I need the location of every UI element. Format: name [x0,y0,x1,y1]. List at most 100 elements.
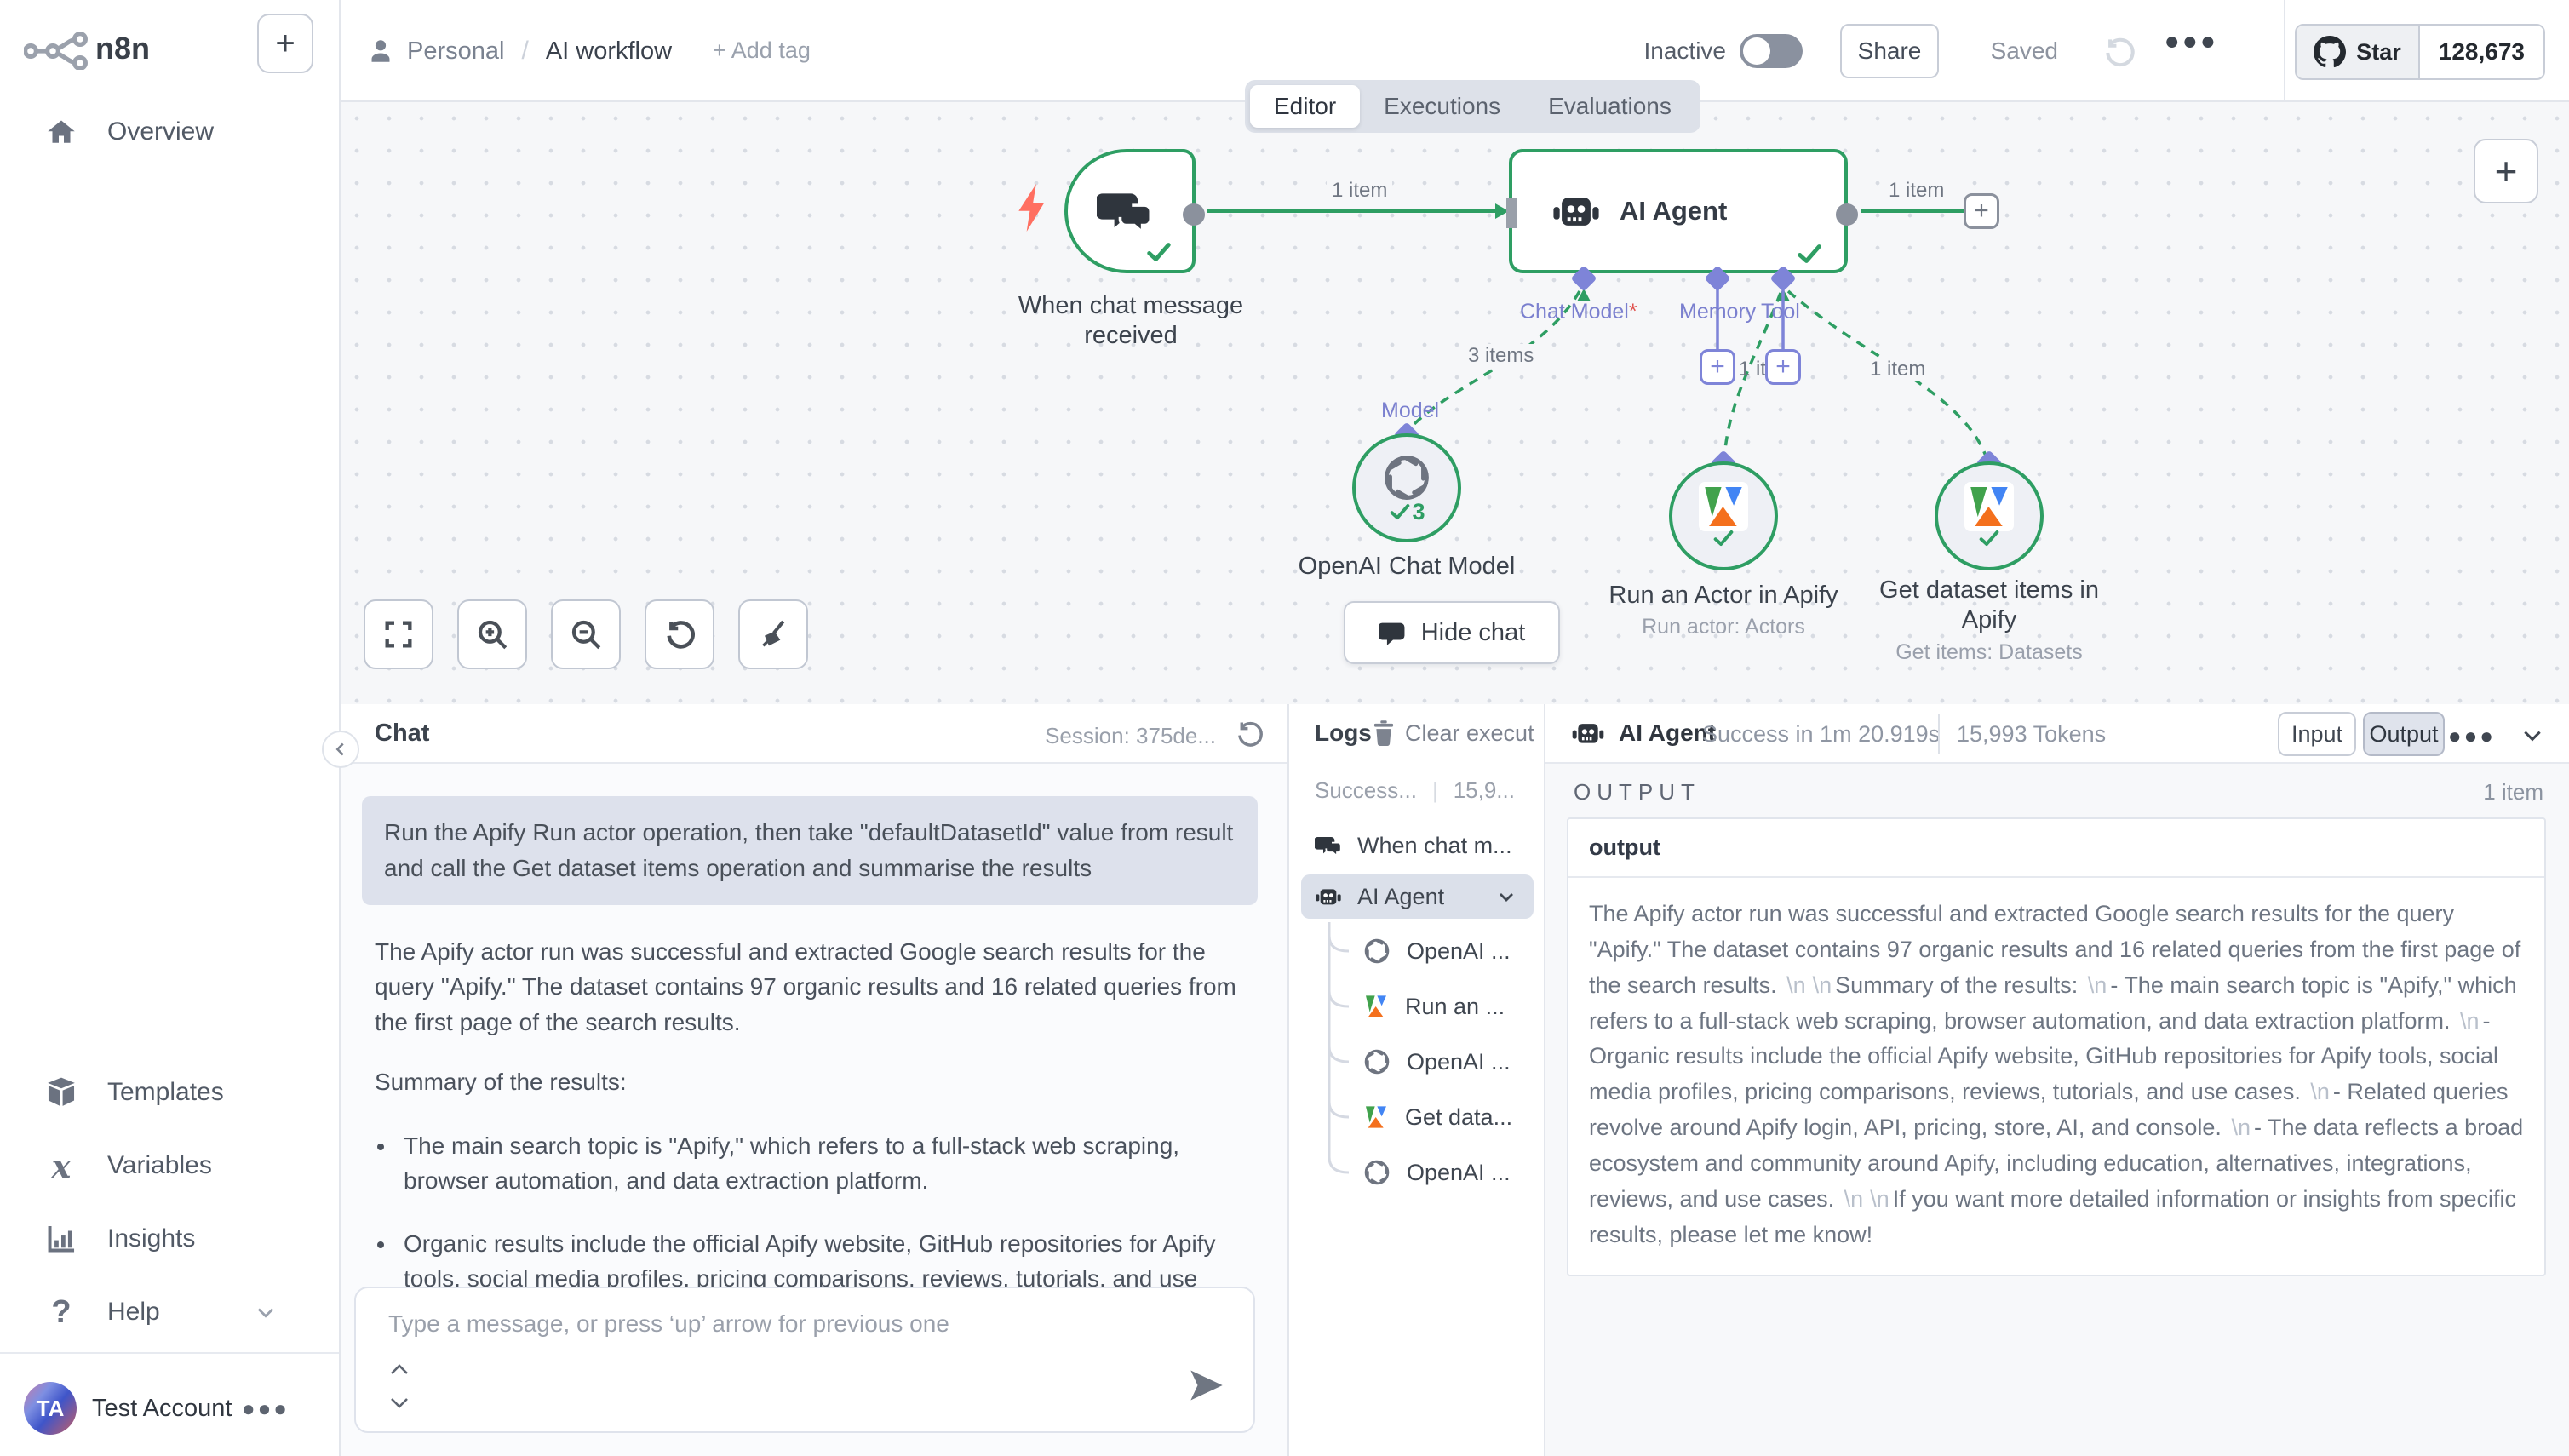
openai-icon [1362,1047,1391,1076]
github-star-widget[interactable]: Star 128,673 [2295,24,2545,80]
sidebar-item-overview[interactable]: Overview [0,106,339,158]
n8n-logo-icon [24,32,89,70]
edge-label: 3 items [1463,344,1540,368]
collapse-panel-button[interactable] [322,731,359,768]
chat-bubbles-icon [1097,183,1153,239]
active-toggle[interactable] [1740,34,1803,68]
zoom-out-button[interactable] [551,599,621,669]
robot-icon [1572,724,1604,743]
apify-icon [1362,993,1390,1020]
output-column-header: output [1568,819,2544,878]
log-tree-label: AI Agent [1357,883,1445,909]
tidy-up-button[interactable] [738,599,808,669]
output-tab-button[interactable]: Output [2363,712,2445,756]
sidebar-item-help[interactable]: ? Help [0,1286,339,1338]
run-count-badge: 3 [1388,499,1425,525]
sidebar-item-variables[interactable]: x Variables [0,1139,339,1192]
openai-icon [1362,1158,1391,1187]
workflow-menu-icon[interactable]: ●●● [2164,27,2218,55]
message-history-arrows[interactable] [390,1363,409,1409]
tab-executions[interactable]: Executions [1384,93,1501,119]
send-icon[interactable] [1189,1368,1224,1402]
logs-tokens: 15,9... [1453,777,1515,803]
refresh-session-icon[interactable] [1233,718,1265,750]
workflow-canvas[interactable]: When chat message received AI Agent Chat… [341,102,2569,704]
tab-editor[interactable]: Editor [1250,85,1361,128]
clear-execution-button[interactable]: Clear execut [1371,719,1546,747]
github-icon [2314,36,2347,68]
add-node-after-agent-button[interactable]: + [1964,193,1999,229]
output-port[interactable] [1183,203,1205,226]
run-detail-panel: AI Agent Success in 1m 20.919s 15,993 To… [1545,704,2569,1456]
zoom-in-button[interactable] [457,599,527,669]
chat-panel: Chat Session: 375de... Run the Apify Run… [322,704,1289,1456]
sidebar-item-label: Templates [107,1078,224,1106]
log-tree-label: Get data... [1405,1103,1513,1130]
breadcrumb-workflow-name[interactable]: AI workflow [545,37,673,65]
session-label: Session: 375de... [1045,723,1216,748]
add-memory-button[interactable]: + [1700,349,1735,385]
help-icon: ? [51,1293,72,1330]
run-status: Success in 1m 20.919s [1702,721,1941,747]
share-button[interactable]: Share [1840,24,1939,78]
tab-evaluations[interactable]: Evaluations [1548,93,1672,119]
success-check-icon [1795,239,1824,268]
sidebar-item-label: Insights [107,1224,196,1253]
add-node-button[interactable]: + [2474,139,2538,203]
output-text: The Apify actor run was successful and e… [1589,901,2524,1247]
sidebar-item-label: Overview [107,118,215,146]
node-run-actor-apify[interactable] [1669,461,1778,570]
bar-chart-icon [44,1222,78,1256]
log-tree-item[interactable]: OpenAI ... [1362,1150,1533,1195]
sidebar-item-insights[interactable]: Insights [0,1212,339,1265]
log-tree-label: OpenAI ... [1407,937,1511,964]
topbar-divider [2284,0,2285,102]
chat-header: Chat Session: 375de... [341,704,1287,764]
account-name: Test Account [92,1394,232,1422]
account-menu-icon[interactable]: ●●● [241,1395,290,1421]
model-port-label: Model [1381,398,1440,422]
fit-view-button[interactable] [364,599,433,669]
output-port[interactable] [1836,203,1858,226]
chat-icon [1315,832,1342,859]
input-port [1506,198,1517,228]
node-title: Run an Actor in Apify [1608,582,1838,609]
run-detail-header: AI Agent Success in 1m 20.919s 15,993 To… [1545,704,2569,764]
saved-status: Saved [1990,37,2058,64]
success-check-icon [1712,526,1735,550]
chat-messages: Run the Apify Run actor operation, then … [341,764,1287,1456]
node-chat-trigger[interactable] [1064,149,1205,273]
log-tree-label: When chat m... [1357,832,1512,858]
sidebar-item-templates[interactable]: Templates [0,1066,339,1119]
logs-summary-row: Success... | 15,9... [1315,777,1515,803]
log-tree-item[interactable]: When chat m... [1315,823,1536,868]
account-row[interactable]: TA Test Account ●●● [0,1373,339,1444]
new-workflow-button[interactable]: + [257,14,313,73]
chat-input[interactable]: Type a message, or press ‘up’ arrow for … [354,1287,1255,1433]
hide-chat-button[interactable]: Hide chat [1344,601,1560,664]
log-tree-item[interactable]: Run an ... [1362,984,1533,1029]
detail-node-title: AI Agent [1619,719,1717,746]
log-tree-label: OpenAI ... [1407,1048,1511,1075]
node-openai-chat-model[interactable]: 3 [1352,433,1461,542]
node-ai-agent[interactable]: AI Agent [1506,149,1858,273]
output-section-title: OUTPUT [1574,779,1700,805]
log-tree-item[interactable]: OpenAI ... [1362,1040,1533,1084]
detail-menu-icon[interactable]: ●●● [2447,723,2496,748]
add-tool-button[interactable]: + [1765,349,1801,385]
log-tree-item[interactable]: Get data... [1362,1095,1533,1139]
add-tag-button[interactable]: + Add tag [713,37,811,63]
chevron-down-icon[interactable] [2520,725,2545,747]
sidebar-item-label: Variables [107,1151,212,1179]
node-get-dataset-apify[interactable] [1935,461,2044,570]
breadcrumb-project[interactable]: Personal [407,37,505,65]
user-message: Run the Apify Run actor operation, then … [362,796,1258,905]
active-status-label: Inactive [1643,37,1727,64]
log-tree-item[interactable]: AI Agent [1301,874,1534,919]
input-tab-button[interactable]: Input [2278,712,2356,756]
log-tree-item[interactable]: OpenAI ... [1362,929,1533,973]
view-tabs: Editor Executions Evaluations [1245,80,1700,133]
history-icon[interactable] [2102,34,2139,72]
reset-zoom-button[interactable] [645,599,714,669]
